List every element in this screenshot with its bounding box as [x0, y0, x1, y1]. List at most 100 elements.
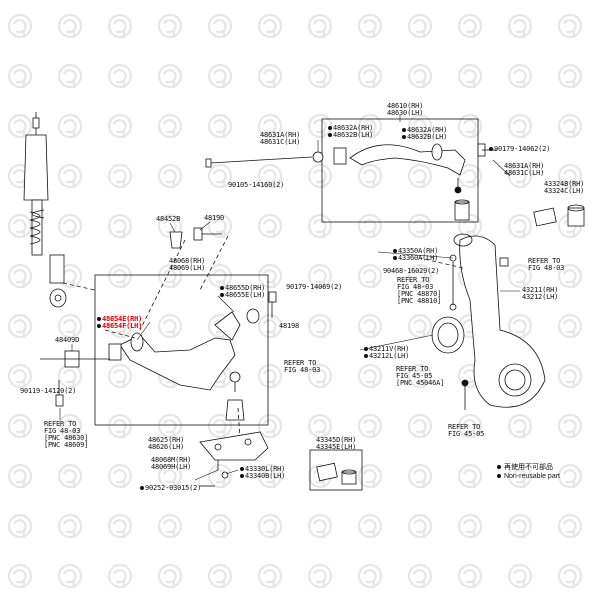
upper-control-arm [205, 143, 497, 194]
part-label-l19: 48654E(RH)48654F(LH) [97, 316, 142, 330]
part-number-text: 90105-14160(2) [228, 181, 285, 189]
part-number-text: 48409D [55, 336, 80, 344]
upper-ball-joint-boot [454, 199, 470, 221]
part-label-line: FIG 48-03 [284, 367, 320, 374]
part-number-text: REFER TO [397, 276, 430, 284]
legend-text-jp: 再使用不可部品 [503, 464, 553, 471]
part-label-l8: 43324B(RH)43324C(LH) [544, 181, 584, 195]
part-number-text: 48632B(LH) [333, 131, 374, 139]
part-label-line: 43212L(LH) [364, 353, 409, 360]
non-reusable-dot-icon [393, 256, 397, 260]
part-number-text: 43324C(LH) [544, 187, 585, 195]
part-label-line: FIG 48-03 [397, 284, 441, 291]
non-reusable-dot-icon [220, 293, 224, 297]
non-reusable-dot-icon [402, 128, 406, 132]
part-label-line: REFER TO [396, 366, 444, 373]
part-number-text: 48198 [279, 322, 300, 330]
part-label-l29: 43345D(RH)43345E(LH) [316, 437, 356, 451]
part-label-line: [PNC 45046A] [396, 380, 444, 387]
part-label-line: REFER TO [528, 258, 564, 265]
dust-boot-kit [533, 204, 585, 227]
lower-control-arm [40, 291, 277, 421]
part-label-line: 90105-14160(2) [228, 182, 284, 189]
part-label-line: 43345E(LH) [316, 444, 356, 451]
non-reusable-dot-icon [97, 324, 101, 328]
part-label-l7: 90105-14160(2) [228, 182, 284, 189]
part-number-text: [PNC 48609] [44, 441, 89, 449]
part-number-text: 48632A(RH) [407, 126, 448, 134]
part-label-l11: 43350A(RH)43360A(LH) [393, 248, 438, 262]
non-reusable-dot-icon [364, 354, 368, 358]
part-number-text: 48626(LH) [148, 443, 185, 451]
part-number-text: REFER TO [44, 420, 77, 428]
part-label-l16: 48655D(RH)48655E(LH) [220, 285, 265, 299]
non-reusable-dot-icon [328, 126, 332, 130]
part-label-line: 48409D [55, 337, 79, 344]
part-label-line: 43330L(RH) [240, 466, 285, 473]
part-label-line: 48655E(LH) [220, 292, 265, 299]
non-reusable-dot-icon [328, 133, 332, 137]
part-label-line: 43324C(LH) [544, 188, 584, 195]
part-label-l21: 48409D [55, 337, 79, 344]
part-label-line: REFER TO [397, 277, 441, 284]
part-number-text: 48625(RH) [148, 436, 185, 444]
non-reusable-dot-icon [497, 474, 501, 479]
bump-stopper [169, 227, 222, 249]
part-label-line: 48069(LH) [169, 265, 205, 272]
part-number-text: [PNC 45046A] [396, 379, 445, 387]
part-label-line: 48625(RH) [148, 437, 184, 444]
boot-kit-box [309, 449, 363, 491]
lower-arm-group-box [94, 274, 269, 426]
part-label-l20: 48198 [279, 323, 299, 330]
part-number-text: 43324B(RH) [544, 180, 585, 188]
part-label-line: 48654E(RH) [97, 316, 142, 323]
legend-text-en: Non-reusable part [503, 473, 560, 480]
part-label-l30: 48068M(RH)48069H(LH) [151, 457, 191, 471]
part-label-l2: 48632A(RH)48632B(LH) [328, 125, 373, 139]
steering-knuckle [431, 233, 546, 410]
part-number-text: 48630(LH) [387, 109, 424, 117]
part-label-line: 43324B(RH) [544, 181, 584, 188]
part-label-line: FIG 45-05 [448, 431, 484, 438]
part-number-text: 48610(RH) [387, 102, 424, 110]
part-label-line: 48632A(RH) [328, 125, 373, 132]
part-label-line: FIG 45-05 [396, 373, 444, 380]
part-label-l32: 90252-03015(2) [140, 485, 201, 492]
part-label-line: [PNC 48609] [44, 442, 88, 449]
part-label-line: 48632B(LH) [402, 134, 447, 141]
part-number-text: 43340B(LH) [245, 472, 286, 480]
part-number-text: 43212(LH) [522, 293, 559, 301]
part-label-line: 48626(LH) [148, 444, 184, 451]
part-number-text: 43350A(RH) [398, 247, 439, 255]
part-number-text: [PNC 48810] [397, 297, 442, 305]
part-number-text: FIG 48-03 [528, 264, 565, 272]
part-number-text: 90179-14062(2) [494, 145, 551, 153]
non-reusable-dot-icon [489, 147, 493, 151]
part-label-line: 48631A(RH) [504, 163, 544, 170]
part-label-line: 48452B [156, 216, 180, 223]
part-number-text: REFER TO [284, 359, 317, 367]
part-label-l4: 48631A(RH)48631C(LH) [260, 132, 300, 146]
part-label-line: 48068(RH) [169, 258, 205, 265]
part-label-l31: 43330L(RH)43340B(LH) [240, 466, 285, 480]
part-number-text: 48655D(RH) [225, 284, 266, 292]
part-number-text: 43345E(LH) [316, 443, 357, 451]
shock-absorber [23, 112, 67, 308]
part-label-line: 48068M(RH) [151, 457, 191, 464]
part-number-text: 48631C(LH) [504, 169, 545, 177]
part-number-text: [PNC 48630] [44, 434, 89, 442]
legend-row-en: Non-reusable part [497, 472, 560, 481]
part-number-text: 43360A(LH) [398, 254, 439, 262]
part-label-line: [PNC 48630] [44, 435, 88, 442]
part-number-text: 43211(RH) [522, 286, 559, 294]
part-number-text: [PNC 48870] [397, 290, 442, 298]
part-label-l5: 90179-14062(2) [489, 146, 550, 153]
part-number-text: 90119-14120(2) [20, 387, 77, 395]
part-number-text: REFER TO [448, 423, 481, 431]
part-label-l14: 90468-16029(2) [383, 268, 439, 275]
